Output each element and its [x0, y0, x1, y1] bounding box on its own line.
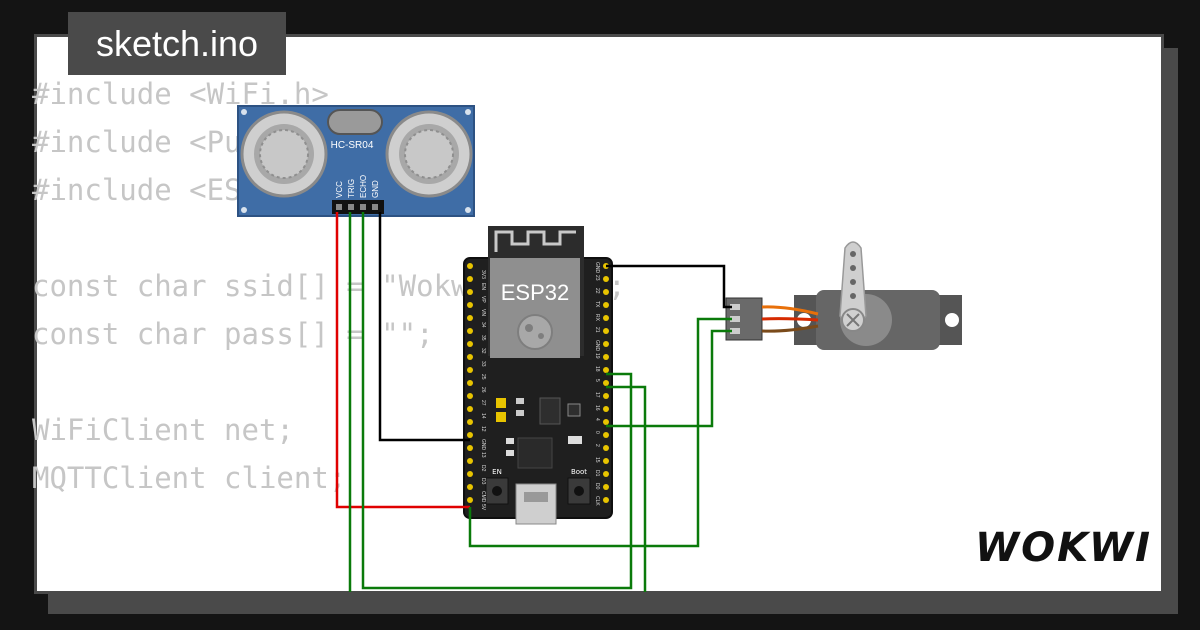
sensor-pin-label: ECHO: [359, 175, 368, 198]
board-pin-label: VP: [480, 296, 486, 303]
file-tab[interactable]: sketch.ino: [68, 12, 286, 75]
sensor-model-label: HC-SR04: [331, 140, 374, 151]
board-pin-label: 32: [480, 348, 486, 354]
board-left-pins: 3V3 EN VP VN 34 35 32 33 25 26 27 14 12 …: [467, 263, 486, 511]
wokwi-logo: WOKWI: [975, 525, 1153, 571]
board-pin-label: EN: [480, 283, 486, 290]
transducer-right: [385, 110, 473, 198]
board-pin-label: 14: [480, 413, 486, 419]
board-pin-label: 16: [594, 405, 600, 411]
wire-gnd-sensor: [378, 212, 470, 442]
boot-button-label: Boot: [571, 468, 587, 476]
board-pin-label: RX: [594, 314, 600, 322]
board-pin-label: 21: [594, 327, 600, 333]
board-pin-label: 5: [594, 379, 600, 382]
sensor-pin-header: [332, 200, 384, 214]
sensor-pin-label: VCC: [335, 181, 344, 198]
board-pin-label: 5V: [480, 504, 486, 511]
board-pin-label: D1: [594, 470, 600, 477]
board-pin-label: D0: [594, 483, 600, 490]
code-line: WiFiClient net;: [32, 413, 294, 447]
board-pin-label: GND: [480, 439, 486, 451]
board-pin-label: 12: [480, 426, 486, 432]
board-pin-label: 34: [480, 322, 486, 328]
board-label: ESP32: [501, 280, 570, 305]
board-pin-label: D3: [480, 478, 486, 485]
board-pin-label: TX: [594, 301, 600, 308]
board-pin-label: CLK: [594, 496, 600, 506]
board-pin-label: 4: [594, 418, 600, 421]
board-pin-label: 35: [480, 335, 486, 341]
board-pin-label: 0: [594, 431, 600, 434]
board-pin-label: D2: [480, 465, 486, 472]
board-pin-label: 18: [594, 366, 600, 372]
servo-motor[interactable]: [725, 241, 962, 350]
esp32-board[interactable]: ESP32 EN Boot: [463, 226, 613, 525]
board-pin-label: 15: [594, 457, 600, 463]
wire-signal-servo: [606, 329, 732, 428]
boot-button[interactable]: [567, 477, 591, 505]
sensor-pin-label: TRIG: [347, 179, 356, 198]
board-pin-label: 22: [594, 288, 600, 294]
board-pin-label: 17: [594, 392, 600, 398]
board-pin-label: 23: [594, 275, 600, 281]
board-pin-label: VN: [480, 309, 486, 316]
wire-gnd-servo: [606, 264, 732, 309]
board-pin-label: 33: [480, 361, 486, 367]
wire-pin5: [606, 385, 647, 592]
board-pin-label: GND: [594, 262, 600, 274]
transducer-left: [240, 110, 328, 198]
en-button[interactable]: [485, 477, 509, 505]
board-pin-label: 3V3: [480, 270, 486, 279]
en-button-label: EN: [492, 468, 502, 476]
wire-servo-power: [468, 317, 732, 548]
board-right-pins: GND 23 22 TX RX 21 GND 19 18 5 17 16 4 0…: [594, 262, 609, 506]
board-pin-label: 13: [480, 452, 486, 458]
servo-horn[interactable]: [839, 241, 867, 327]
wire-vcc: [335, 212, 470, 509]
code-line: MQTTClient client;: [32, 461, 347, 495]
usb-port: [515, 483, 557, 525]
ultrasonic-sensor[interactable]: HC-SR04 VCC TRIG ECHO GND: [237, 105, 475, 217]
board-pin-label: CMD: [480, 491, 486, 503]
board-pin-label: 25: [480, 374, 486, 380]
board-pin-label: 2: [594, 444, 600, 447]
wire-echo: [361, 212, 633, 590]
wires: [335, 212, 732, 592]
board-pin-label: 19: [594, 353, 600, 359]
sensor-pin-label: GND: [371, 180, 380, 198]
board-pin-label: 27: [480, 400, 486, 406]
board-pin-label: GND: [594, 340, 600, 352]
board-pin-label: 26: [480, 387, 486, 393]
code-line: const char pass[] = "";: [32, 317, 434, 351]
